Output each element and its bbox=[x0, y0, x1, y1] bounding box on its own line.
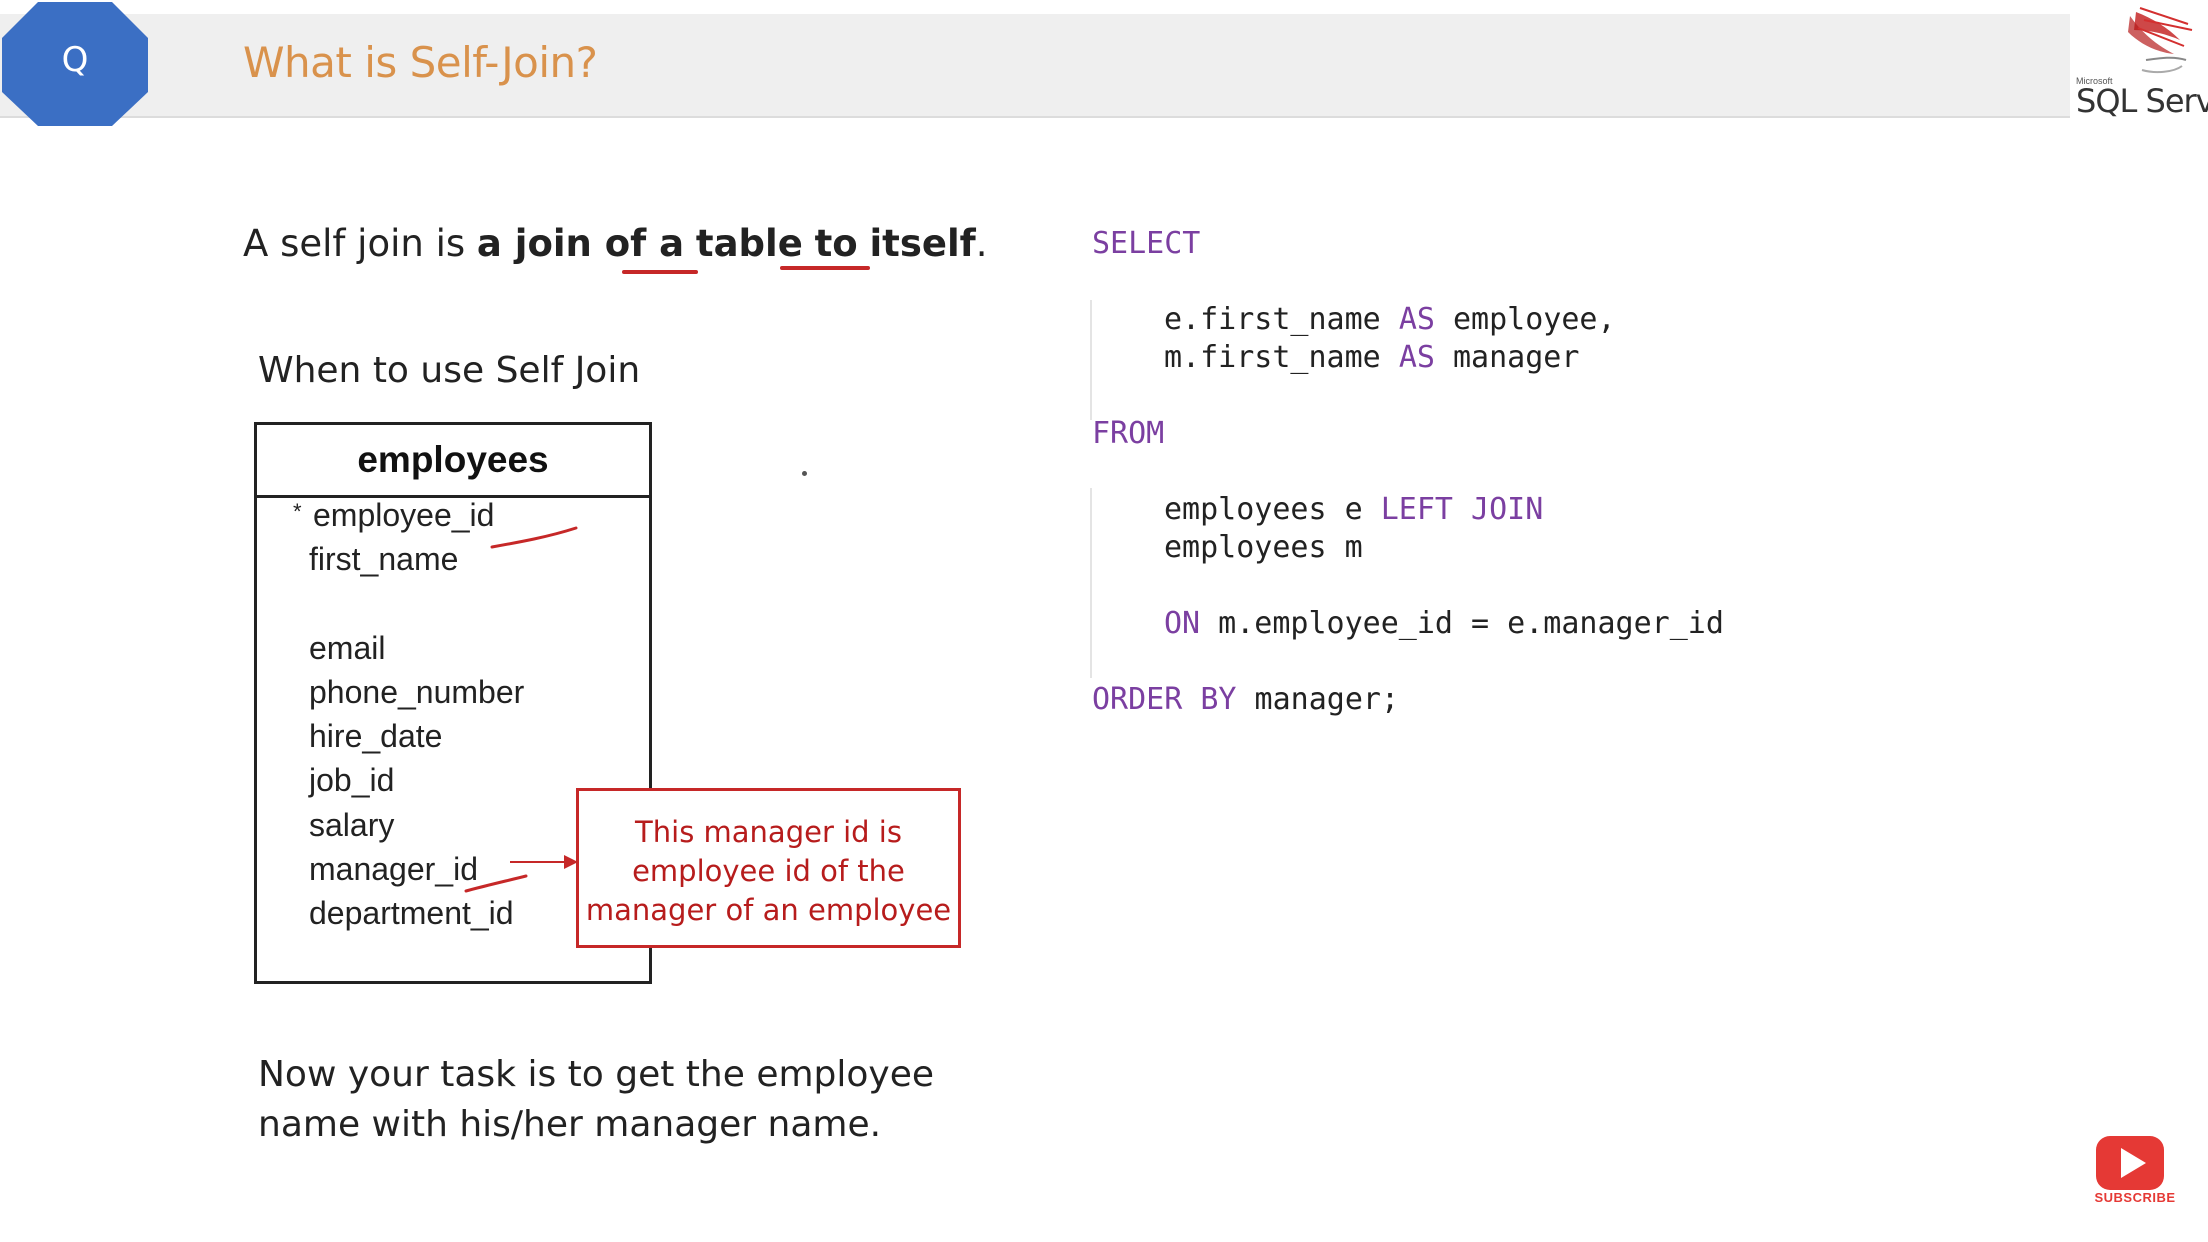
youtube-play-icon bbox=[2096, 1136, 2164, 1190]
sql-from-table-2: employees m bbox=[1164, 530, 1363, 565]
sql-order-by-line: ORDER BY manager; bbox=[1092, 682, 1400, 717]
task-line-2: name with his/her manager name. bbox=[258, 1104, 882, 1145]
table-name: employees bbox=[257, 425, 649, 498]
logo-microsoft-text: Microsoft bbox=[2076, 76, 2113, 86]
sql-from-table-1: employees e LEFT JOIN bbox=[1164, 492, 1544, 527]
q-badge: Q bbox=[0, 0, 150, 128]
stray-dot bbox=[802, 471, 807, 476]
column-first-name: first_name bbox=[309, 541, 459, 577]
code-rule-from bbox=[1090, 488, 1092, 678]
sql-select-line: SELECT bbox=[1092, 226, 1201, 261]
subscribe-button[interactable] bbox=[2094, 1134, 2176, 1212]
column-salary: salary bbox=[309, 807, 395, 843]
sql-select-column-2: m.first_name AS manager bbox=[1164, 340, 1580, 375]
underline-employee-id bbox=[490, 526, 578, 549]
callout-arrow-head bbox=[564, 855, 578, 869]
primary-key-marker: * bbox=[293, 499, 302, 524]
slide-title: What is Self-Join? bbox=[243, 38, 598, 87]
sql-on-clause: ON m.employee_id = e.manager_id bbox=[1164, 606, 1724, 641]
sql-from-line: FROM bbox=[1092, 416, 1165, 451]
task-text: Now your task is to get the employee nam… bbox=[258, 1050, 934, 1150]
column-hire-date: hire_date bbox=[309, 718, 443, 754]
sql-server-logo-icon bbox=[2128, 7, 2193, 74]
callout-line-1: This manager id is bbox=[635, 815, 902, 849]
sql-server-logo bbox=[2070, 0, 2208, 130]
column-email: email bbox=[309, 630, 386, 666]
when-heading: When to use Self Join bbox=[258, 350, 641, 391]
q-badge-letter: Q bbox=[61, 40, 89, 80]
logo-sql-server-text: SQL Serve bbox=[2076, 82, 2208, 120]
column-job-id: job_id bbox=[309, 762, 395, 798]
callout-line-2: employee id of the bbox=[632, 854, 905, 888]
column-department-id: department_id bbox=[309, 895, 514, 931]
column-employee-id: employee_id bbox=[313, 497, 495, 533]
underline-table bbox=[622, 270, 698, 274]
column-manager-id: manager_id bbox=[309, 851, 478, 887]
underline-manager-id bbox=[464, 874, 528, 893]
manager-id-callout: This manager id is employee id of the ma… bbox=[576, 788, 961, 948]
underline-itself bbox=[780, 266, 870, 270]
header-band bbox=[0, 14, 2070, 118]
sql-select-column-1: e.first_name AS employee, bbox=[1164, 302, 1616, 337]
task-line-1: Now your task is to get the employee bbox=[258, 1054, 935, 1095]
definition-text: A self join is a join of a table to itse… bbox=[243, 222, 988, 265]
code-rule-select bbox=[1090, 300, 1092, 420]
employees-table: employees * employee_id first_name email… bbox=[254, 422, 652, 984]
column-phone-number: phone_number bbox=[309, 674, 525, 710]
subscribe-label: SUBSCRIBE bbox=[2094, 1190, 2176, 1205]
callout-line-3: manager of an employee bbox=[585, 893, 952, 927]
